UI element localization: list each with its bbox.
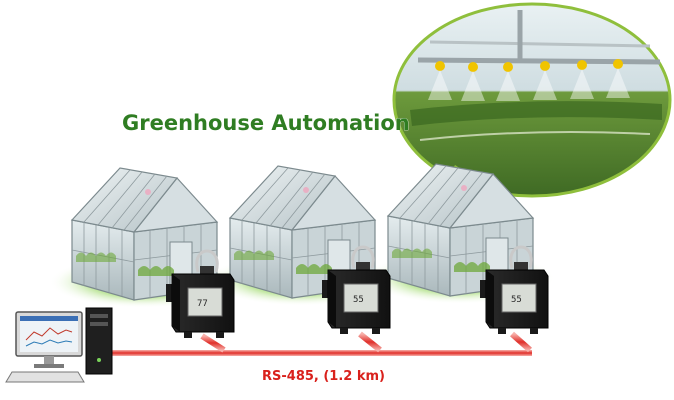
sensor-2-display: 55 xyxy=(353,295,364,305)
sensor-icon-1: 77 xyxy=(164,249,236,340)
sensor-3-display: 55 xyxy=(511,295,522,305)
irrigation-photo-bubble xyxy=(392,2,672,198)
desktop-computer-icon xyxy=(5,307,113,383)
sensor-icon-3: 55 xyxy=(478,245,550,336)
sensor-icon-2: 55 xyxy=(320,245,392,336)
bus-label: RS-485, (1.2 km) xyxy=(262,369,385,384)
sensor-1-display: 77 xyxy=(197,299,208,309)
diagram-title: Greenhouse Automation xyxy=(122,111,410,135)
rs485-bus xyxy=(112,331,532,356)
